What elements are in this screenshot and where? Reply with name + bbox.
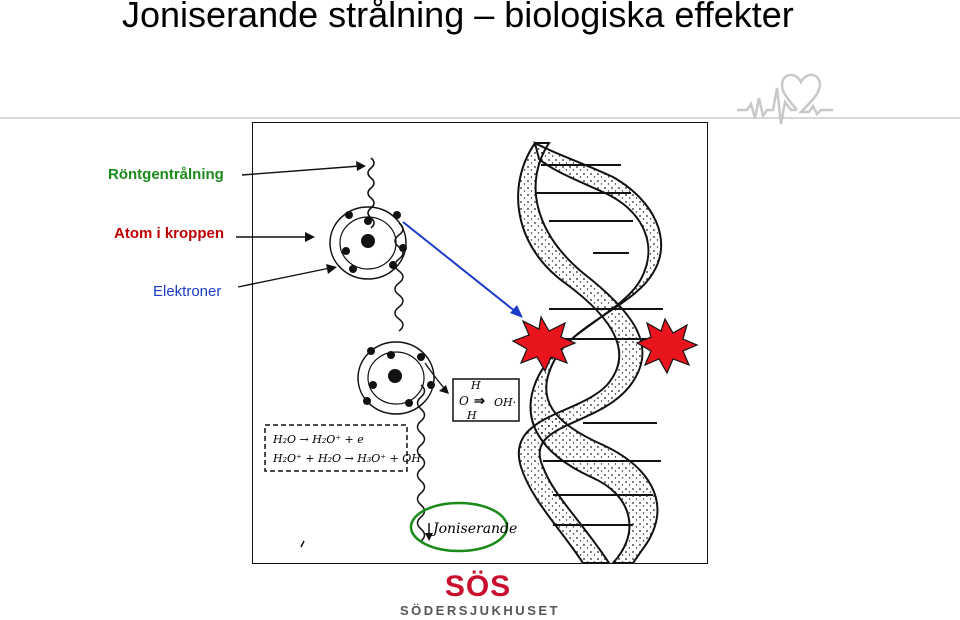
svg-text:SÖDERSJUKHUSET: SÖDERSJUKHUSET xyxy=(400,603,560,618)
radical-h-top: H xyxy=(470,379,481,392)
radical-product: OH· xyxy=(494,396,516,409)
sodersjukhuset-logo: SÖS SÖDERSJUKHUSET xyxy=(400,570,560,618)
svg-text:SÖS: SÖS xyxy=(445,570,511,603)
radical-o: O xyxy=(459,394,469,408)
atom-label: Atom i kroppen xyxy=(114,225,225,242)
radical-h-bottom: H xyxy=(466,409,477,422)
electron-path-2 xyxy=(416,384,426,542)
reaction-2: H₂O⁺ + H₂O → H₃O⁺ + OH· xyxy=(272,452,424,465)
electron-path-1 xyxy=(394,222,404,332)
dna-damage-burst-2 xyxy=(635,317,699,375)
electrons-label: Elektroner xyxy=(153,283,222,300)
ionizing-highlight xyxy=(409,501,509,553)
ionization-diagram: H O H ⇒ OH· H₂O → H₂O⁺ + e H₂O⁺ + H₂O → … xyxy=(252,122,708,564)
atom-2 xyxy=(357,341,435,415)
dna-damage-burst-1 xyxy=(511,315,577,373)
radical-arrow: ⇒ xyxy=(474,393,485,408)
page-title: Joniserande strålning – biologiska effek… xyxy=(122,0,794,35)
dna-helix xyxy=(517,141,663,563)
ionizing-label: Joniserande xyxy=(430,521,517,537)
electron-damage-arrow xyxy=(402,221,517,313)
reaction-1: H₂O → H₂O⁺ + e xyxy=(272,433,364,446)
heartbeat-heart-icon xyxy=(737,73,833,125)
xray-label: Röntgentrålning xyxy=(108,166,224,183)
title-divider xyxy=(0,117,960,119)
